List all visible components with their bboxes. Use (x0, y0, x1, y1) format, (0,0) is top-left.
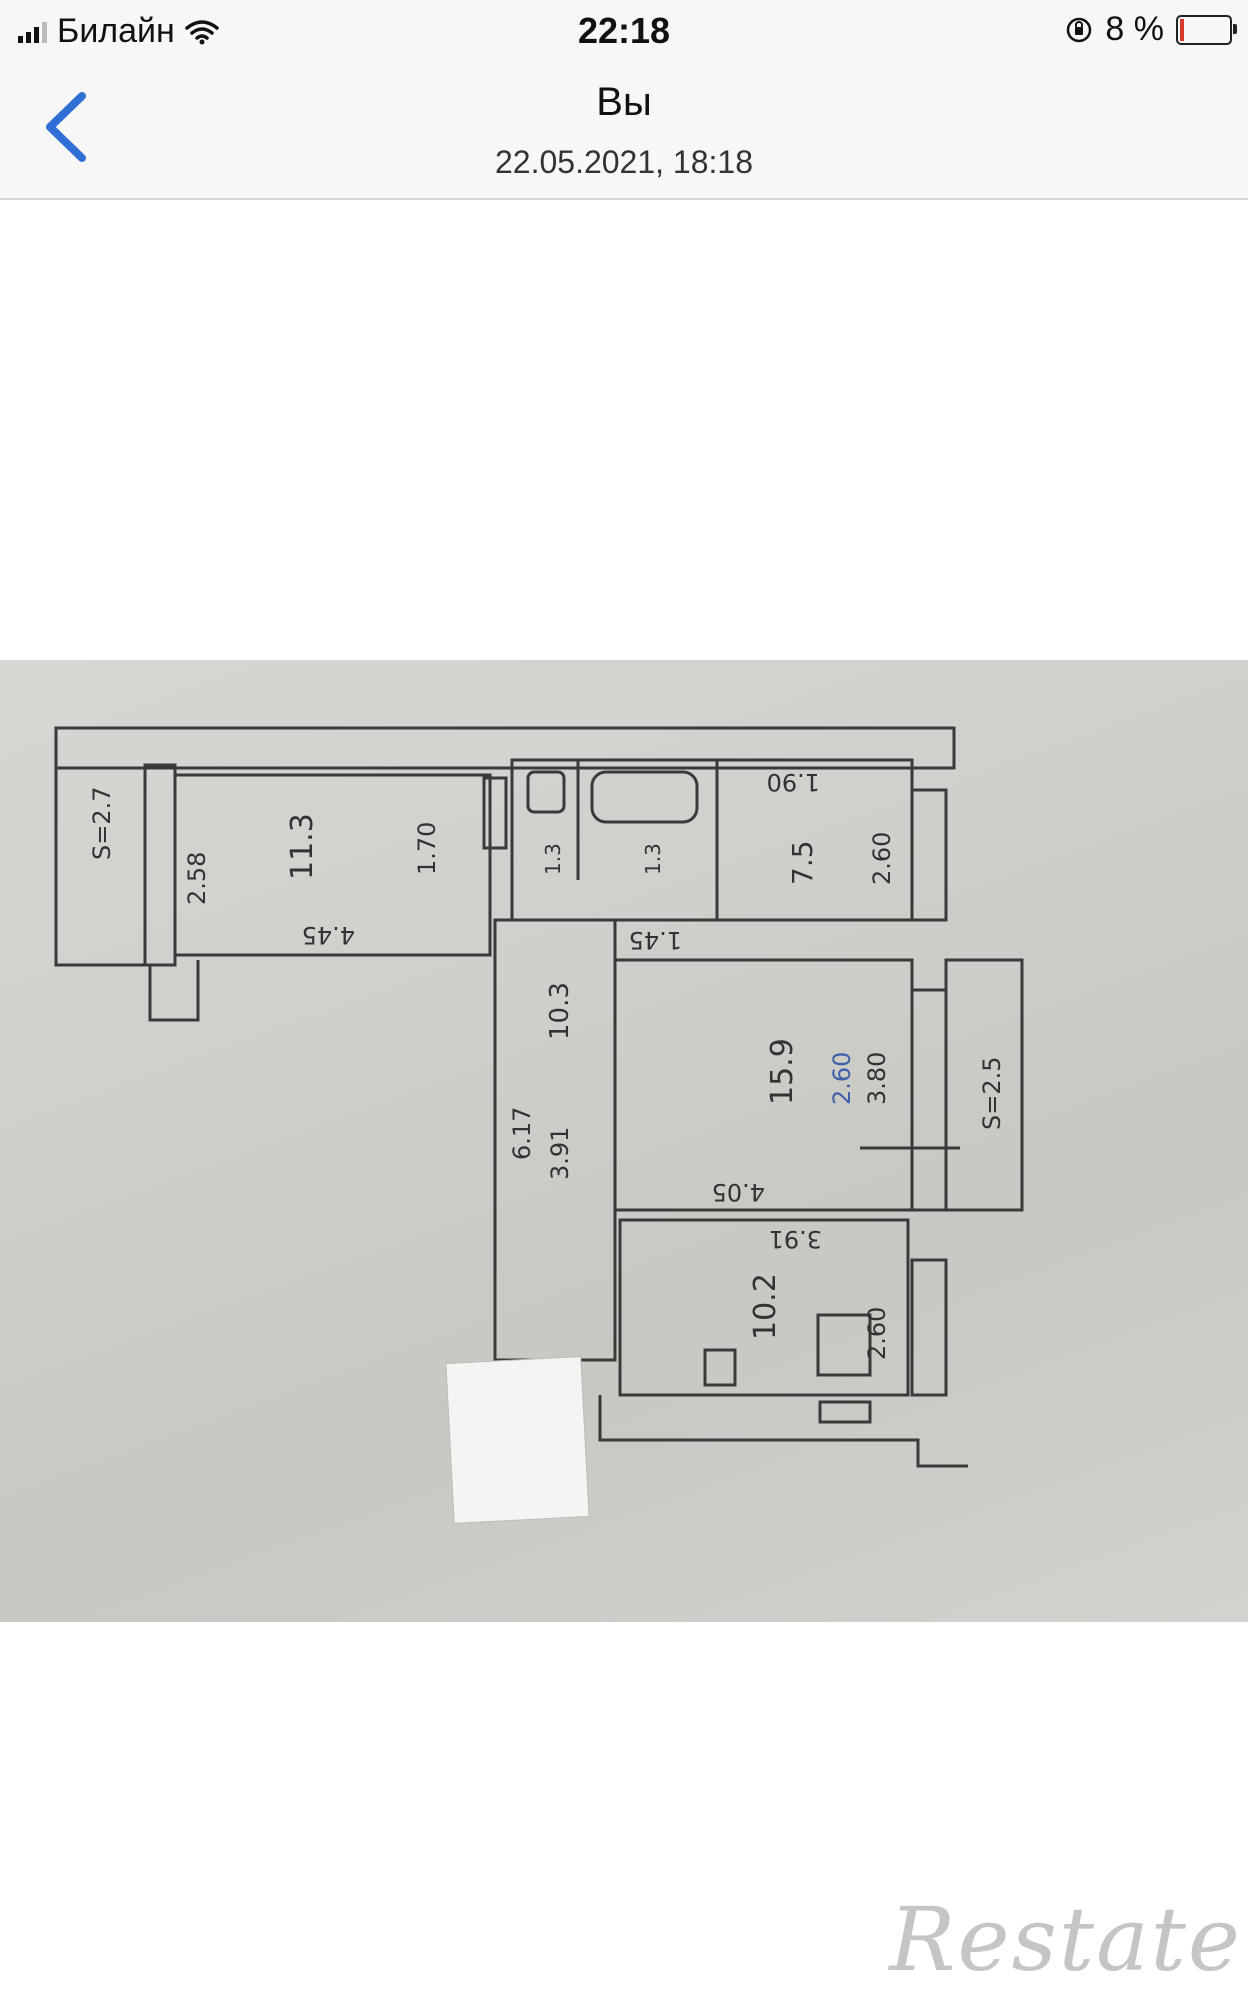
room-1-dim-1: 6.17 (508, 1107, 536, 1160)
back-button[interactable] (30, 82, 100, 172)
room-2-area: 10.2 (748, 1273, 783, 1340)
status-time: 22:18 (577, 10, 671, 51)
room-6-area: 1.3 (541, 843, 565, 875)
room-3-area: 15.9 (765, 1038, 800, 1105)
floor-plan-drawing: S=2.7 2.58 11.3 1.70 4.45 1.90 7.5 2.60 … (54, 726, 1024, 1524)
bathroom-block (510, 758, 719, 922)
radiator (818, 1400, 872, 1424)
battery-level-fill (1180, 18, 1184, 41)
room-2-outline (618, 1218, 910, 1397)
room-4-area: 7.5 (786, 840, 819, 885)
window-room-5 (143, 763, 177, 967)
left-balcony-wall (54, 768, 145, 967)
window-room-2 (910, 1258, 948, 1397)
paper-note (445, 1356, 590, 1524)
room-5-dim-3: 4.45 (302, 921, 355, 949)
room-3-dim-3: 4.05 (712, 1178, 765, 1206)
sender-title: Вы (596, 80, 652, 124)
room-1-area: 10.3 (545, 982, 575, 1040)
room-4-dim-1: 1.90 (767, 768, 820, 796)
signal-icon (18, 21, 47, 43)
message-date: 22.05.2021, 18:18 (494, 144, 753, 180)
room-3-dim-1: 2.60 (828, 1052, 856, 1105)
vent-shaft (482, 776, 508, 850)
room-7-area: 1.3 (641, 843, 665, 875)
outer-wall-top (54, 726, 956, 770)
kitchen-sink (703, 1348, 737, 1387)
battery-icon (1176, 14, 1237, 45)
room-1-dim-3: 1.45 (629, 926, 682, 954)
window-room-4 (910, 788, 948, 922)
wifi-icon (185, 19, 219, 44)
floor-plan-photo[interactable]: S=2.7 2.58 11.3 1.70 4.45 1.90 7.5 2.60 … (0, 660, 1248, 1622)
battery-percent: 8 % (1105, 10, 1164, 48)
room-4-dim-2: 2.60 (868, 832, 896, 885)
orientation-lock-icon (1067, 17, 1092, 42)
sink (526, 770, 566, 814)
room-5-dim-1: 2.58 (183, 852, 211, 905)
room-3-dim-2: 3.80 (863, 1052, 891, 1105)
status-left: Билайн (18, 12, 219, 51)
navigation-bar: Вы 22.05.2021, 18:18 (0, 64, 1248, 200)
status-bar: Билайн 22:18 8 % (0, 0, 1248, 64)
balcony-left-area: S=2.7 (88, 786, 116, 860)
room-2-dim-2: 2.60 (863, 1307, 891, 1360)
entry-wall-left (148, 960, 200, 1022)
window-room-3 (910, 988, 948, 1212)
carrier-label: Билайн (57, 12, 175, 50)
chevron-left-icon (46, 92, 86, 162)
bathtub (590, 770, 699, 824)
room-1-dim-2: 3.91 (546, 1127, 574, 1180)
stove (816, 1313, 872, 1377)
room-5-dim-2: 1.70 (413, 822, 441, 875)
balcony-right-area: S=2.5 (978, 1056, 1006, 1130)
room-2-dim-1: 3.91 (769, 1225, 822, 1253)
outer-wall-bottom (598, 1395, 968, 1468)
status-right: 8 % (1065, 10, 1237, 49)
right-balcony (944, 958, 1024, 1212)
room-5-area: 11.3 (285, 813, 320, 880)
watermark-logo: Restate (889, 1888, 1242, 1991)
